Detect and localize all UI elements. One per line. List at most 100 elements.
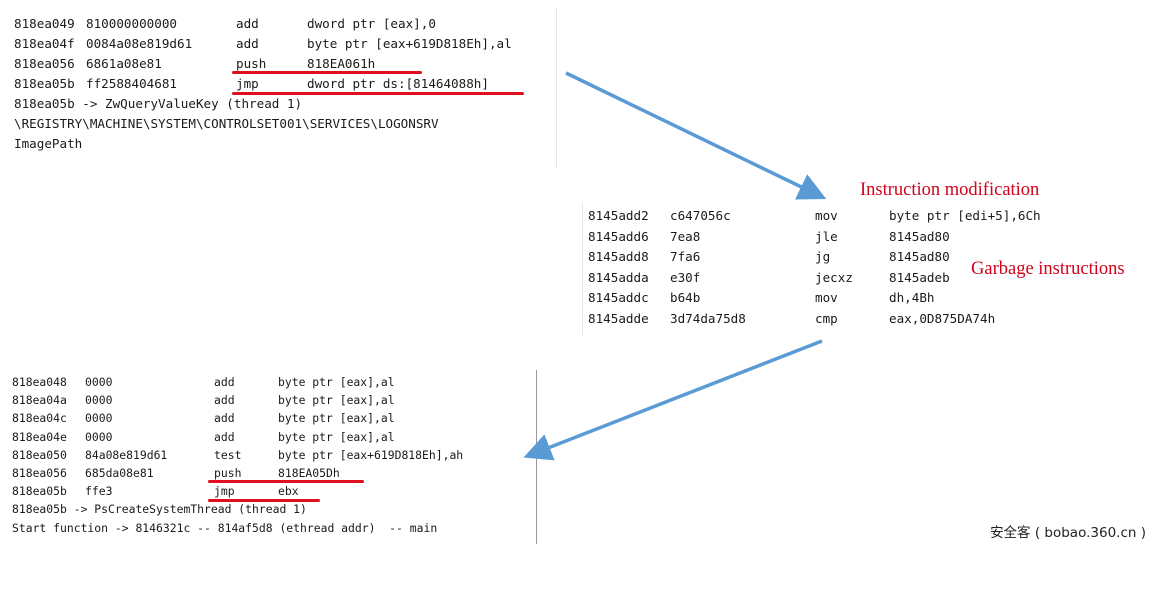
mnemonic: push <box>236 56 267 71</box>
address: 818ea05b <box>12 484 67 499</box>
opcode-bytes: 0084a08e819d61 <box>86 36 193 51</box>
top-disassembly-panel: 818ea049 810000000000 add dword ptr [eax… <box>6 8 557 168</box>
operands: 818EA05Dh <box>278 466 340 480</box>
value-name-line: ImagePath <box>14 136 83 151</box>
opcode-bytes: 0000 <box>85 375 113 389</box>
opcode-bytes: 84a08e819d61 <box>85 447 168 462</box>
disasm-row: 818ea04c 0000 add byte ptr [eax],al <box>6 409 395 427</box>
mnemonic: jle <box>815 228 838 244</box>
disasm-row: 8145adda e30f jecxz 8145adeb <box>583 268 950 289</box>
operands: 8145ad80 <box>889 249 950 264</box>
address: 818ea04a <box>12 393 67 408</box>
garbage-instructions-label: Garbage instructions <box>971 259 1125 279</box>
disasm-row: 818ea048 0000 add byte ptr [eax],al <box>6 373 395 391</box>
disasm-row: 8145adde 3d74da75d8 cmp eax,0D875DA74h <box>583 309 995 330</box>
disasm-row: 818ea050 84a08e819d61 test byte ptr [eax… <box>6 446 463 464</box>
opcode-bytes: 0000 <box>85 411 113 426</box>
disasm-row: 818ea04e 0000 add byte ptr [eax],al <box>6 428 395 446</box>
arrow-top-to-middle <box>565 71 827 200</box>
highlight-underline-jmp-bottom <box>208 499 320 502</box>
address: 818ea048 <box>12 375 67 389</box>
mnemonic: jmp <box>236 76 259 91</box>
mnemonic: jg <box>815 249 831 264</box>
watermark: 安全客 ( bobao.360.cn ) <box>990 525 1146 541</box>
mnemonic: mov <box>815 290 838 305</box>
disasm-row: 8145add2 c647056c mov byte ptr [edi+5],6… <box>583 206 1041 227</box>
disasm-row: 8145add8 7fa6 jg 8145ad80 <box>583 247 950 268</box>
disasm-row: 818ea049 810000000000 add dword ptr [eax… <box>6 14 436 34</box>
operands: 8145adeb <box>889 269 950 285</box>
operands: dword ptr ds:[81464088h] <box>307 76 489 91</box>
address: 8145addc <box>588 290 649 305</box>
opcode-bytes: ffe3 <box>85 484 113 499</box>
instruction-modification-label: Instruction modification <box>860 180 1040 200</box>
operands: byte ptr [eax],al <box>278 393 395 408</box>
address: 8145add6 <box>588 228 649 244</box>
mnemonic: jecxz <box>815 269 853 285</box>
address: 818ea056 <box>12 466 67 480</box>
address: 818ea050 <box>12 447 67 462</box>
start-function-line: Start function -> 8146321c -- 814af5d8 (… <box>12 520 438 535</box>
address: 8145add8 <box>588 249 649 264</box>
operands: dh,4Bh <box>889 290 935 305</box>
opcode-bytes: c647056c <box>670 208 731 223</box>
mnemonic: add <box>214 429 235 444</box>
operands: byte ptr [eax],al <box>278 411 395 426</box>
mnemonic: add <box>236 36 259 51</box>
operands: dword ptr [eax],0 <box>307 16 436 31</box>
api-call-line: 818ea05b -> PsCreateSystemThread (thread… <box>12 502 307 517</box>
disasm-row: 818ea04a 0000 add byte ptr [eax],al <box>6 391 395 409</box>
operands: 8145ad80 <box>889 228 950 244</box>
opcode-bytes: 0000 <box>85 429 113 444</box>
operands: eax,0D875DA74h <box>889 310 996 326</box>
registry-path-line: \REGISTRY\MACHINE\SYSTEM\CONTROLSET001\S… <box>14 116 439 131</box>
opcode-bytes: 7ea8 <box>670 228 701 244</box>
operands: byte ptr [eax],al <box>278 375 395 389</box>
opcode-bytes: b64b <box>670 290 701 305</box>
opcode-bytes: 810000000000 <box>86 16 177 31</box>
mnemonic: add <box>236 16 259 31</box>
opcode-bytes: 6861a08e81 <box>86 56 162 71</box>
opcode-bytes: 685da08e81 <box>85 466 154 480</box>
disasm-row: 818ea05b ff2588404681 jmp dword ptr ds:[… <box>6 74 489 94</box>
mnemonic: test <box>214 447 242 462</box>
opcode-bytes: 0000 <box>85 393 113 408</box>
disasm-row: 818ea04f 0084a08e819d61 add byte ptr [ea… <box>6 34 512 54</box>
disasm-row: 8145add6 7ea8 jle 8145ad80 <box>583 227 950 248</box>
mnemonic: add <box>214 375 235 389</box>
address: 818ea056 <box>14 56 75 71</box>
highlight-underline-push-bottom <box>208 480 364 483</box>
operands: byte ptr [eax],al <box>278 429 395 444</box>
middle-disassembly-panel: 8145add2 c647056c mov byte ptr [edi+5],6… <box>582 203 1083 335</box>
disasm-row: 818ea056 6861a08e81 push 818EA061h <box>6 54 375 74</box>
arrow-middle-to-bottom <box>523 339 823 461</box>
api-call-line: 818ea05b -> ZwQueryValueKey (thread 1) <box>14 96 303 111</box>
disasm-row: 818ea056 685da08e81 push 818EA05Dh <box>6 464 340 482</box>
mnemonic: add <box>214 393 235 408</box>
address: 8145add2 <box>588 208 649 223</box>
operands: byte ptr [edi+5],6Ch <box>889 208 1041 223</box>
bottom-disassembly-panel: 818ea048 0000 add byte ptr [eax],al 818e… <box>6 370 537 544</box>
address: 818ea04e <box>12 429 67 444</box>
opcode-bytes: 3d74da75d8 <box>670 310 746 326</box>
mnemonic: jmp <box>214 484 235 499</box>
address: 8145adda <box>588 269 649 285</box>
address: 818ea049 <box>14 16 75 31</box>
opcode-bytes: ff2588404681 <box>86 76 177 91</box>
highlight-underline-push-top <box>232 71 422 74</box>
operands: 818EA061h <box>307 56 376 71</box>
mnemonic: mov <box>815 208 838 223</box>
opcode-bytes: e30f <box>670 269 701 285</box>
disasm-row: 818ea05b ffe3 jmp ebx <box>6 482 299 500</box>
disasm-row: 8145addc b64b mov dh,4Bh <box>583 288 935 309</box>
operands: ebx <box>278 484 299 499</box>
address: 818ea04c <box>12 411 67 426</box>
mnemonic: cmp <box>815 310 838 326</box>
highlight-underline-jmp-top <box>232 92 524 95</box>
address: 8145adde <box>588 310 649 326</box>
address: 818ea05b <box>14 76 75 91</box>
mnemonic: push <box>214 466 242 480</box>
opcode-bytes: 7fa6 <box>670 249 701 264</box>
operands: byte ptr [eax+619D818Eh],ah <box>278 447 464 462</box>
address: 818ea04f <box>14 36 75 51</box>
